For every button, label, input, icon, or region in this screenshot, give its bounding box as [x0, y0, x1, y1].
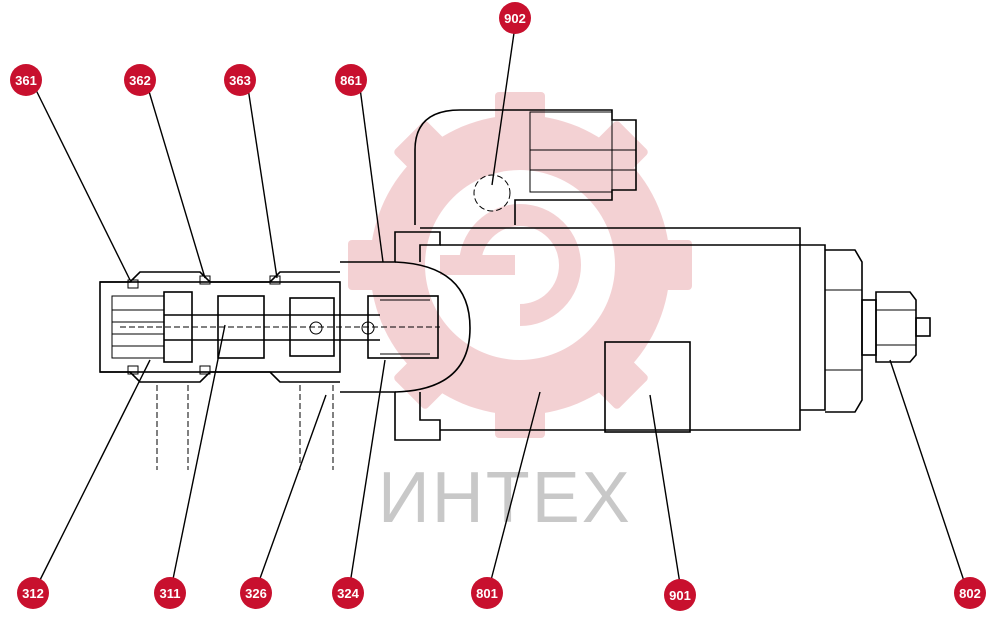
callout-361: 361 — [10, 64, 42, 96]
callout-801-label: 801 — [476, 586, 498, 601]
callout-802: 802 — [954, 577, 986, 609]
callout-363-label: 363 — [229, 73, 251, 88]
callout-362: 362 — [124, 64, 156, 96]
leader-lines — [34, 25, 966, 585]
callout-311-label: 311 — [160, 586, 181, 601]
port-centerlines — [156, 385, 334, 470]
callout-902: 902 — [499, 2, 531, 34]
callout-861-label: 861 — [340, 73, 362, 88]
watermark-text: ИНТЕХ — [378, 458, 632, 538]
valve-drawing — [34, 25, 966, 585]
callout-312-label: 312 — [22, 586, 44, 601]
callout-361-label: 361 — [15, 73, 37, 88]
callout-901-label: 901 — [669, 588, 691, 603]
callout-362-label: 362 — [129, 73, 151, 88]
callout-802-label: 802 — [959, 586, 981, 601]
callout-324-label: 324 — [337, 586, 359, 601]
watermark-gear-icon — [348, 92, 692, 438]
callout-311: 311 — [154, 577, 186, 609]
callout-326: 326 — [240, 577, 272, 609]
callout-326-label: 326 — [245, 586, 267, 601]
coil-body — [420, 227, 801, 433]
plunger-adapter — [340, 231, 471, 441]
callout-312: 312 — [17, 577, 49, 609]
callout-801: 801 — [471, 577, 503, 609]
connector-housing — [414, 109, 637, 225]
callout-902-label: 902 — [504, 11, 526, 26]
nut-and-override — [800, 244, 931, 413]
callout-363: 363 — [224, 64, 256, 96]
callout-901: 901 — [664, 579, 696, 611]
callout-324: 324 — [332, 577, 364, 609]
callout-861: 861 — [335, 64, 367, 96]
